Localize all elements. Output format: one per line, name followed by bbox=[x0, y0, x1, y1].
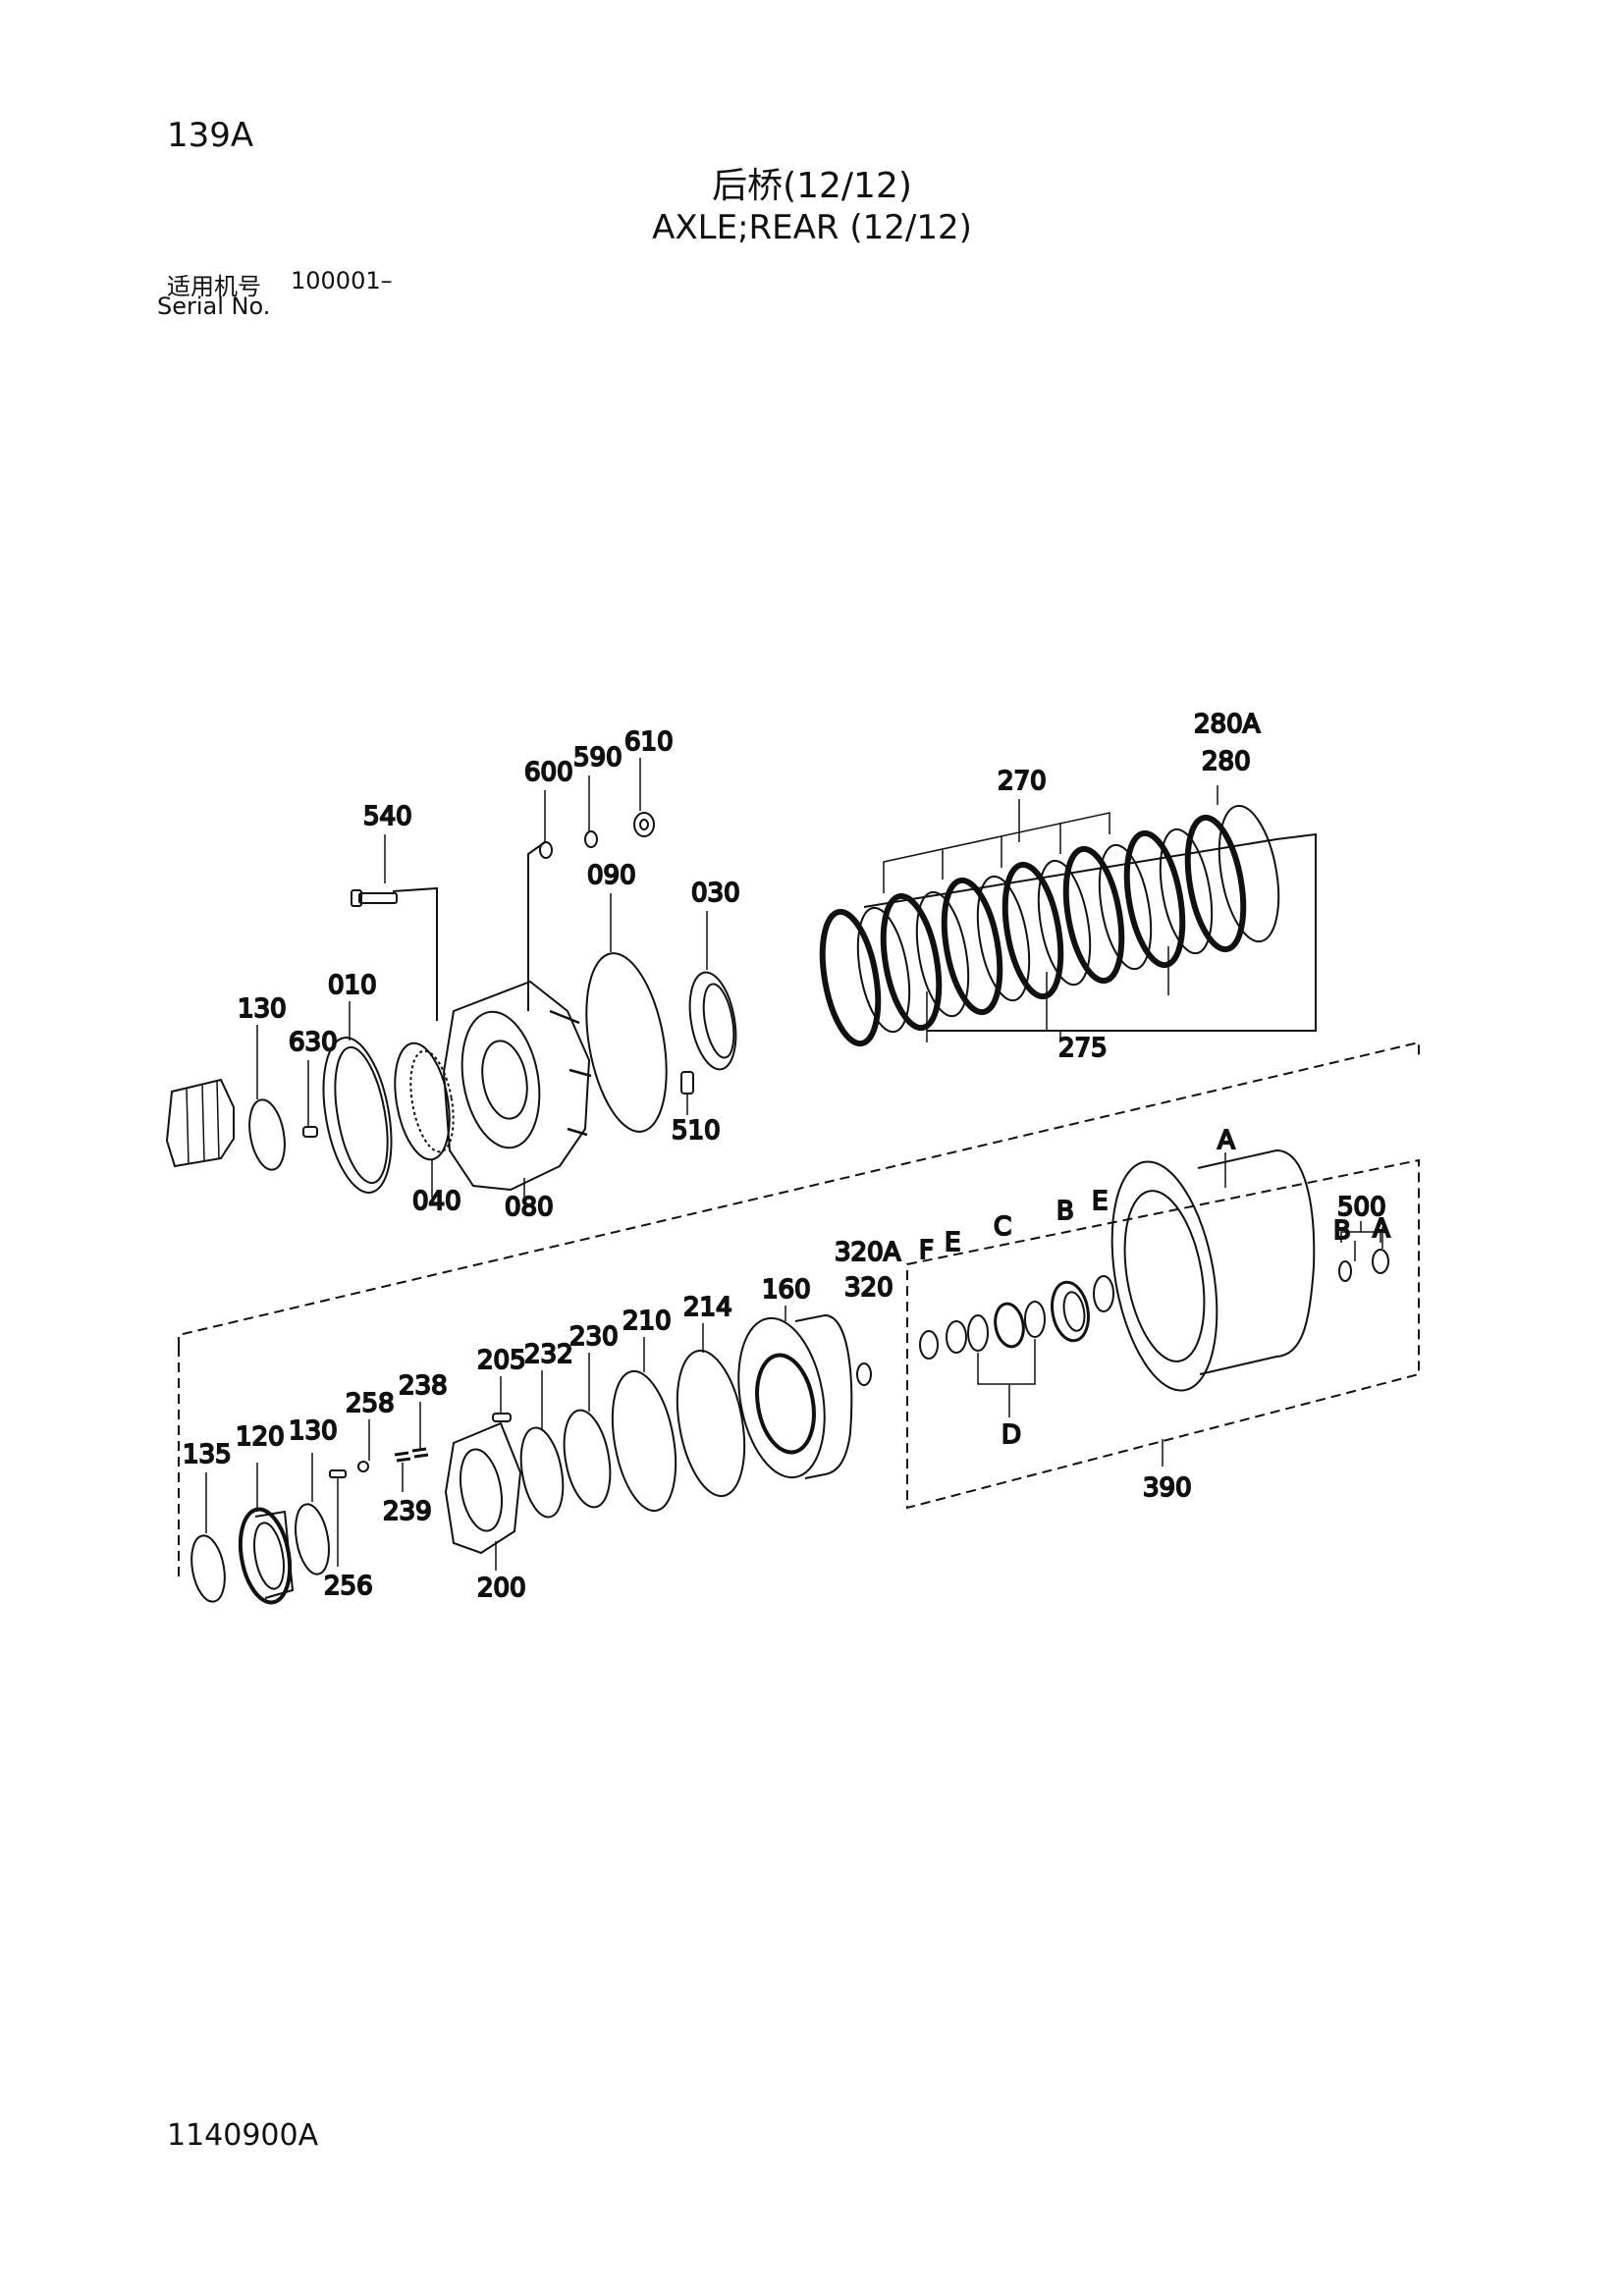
callout-130-upper: 130 bbox=[238, 994, 287, 1024]
snap-ring-130-lower bbox=[295, 1503, 330, 1575]
drawing-number: 1140900A bbox=[167, 2118, 319, 2153]
pin-510 bbox=[680, 1071, 694, 1095]
carrier-160 bbox=[737, 1313, 853, 1479]
callout-C: C bbox=[994, 1212, 1011, 1242]
pin-630 bbox=[302, 1126, 318, 1138]
callout-630: 630 bbox=[289, 1028, 338, 1057]
callout-600: 600 bbox=[524, 758, 573, 787]
ring-E-left bbox=[946, 1320, 967, 1354]
ball-258 bbox=[357, 1461, 369, 1472]
callout-390: 390 bbox=[1143, 1473, 1192, 1503]
carrier-200 bbox=[444, 1421, 522, 1555]
callout-280: 280 bbox=[1202, 747, 1251, 776]
o-ring-214 bbox=[676, 1349, 746, 1498]
callout-leaders bbox=[205, 758, 1383, 1571]
callout-010: 010 bbox=[328, 971, 377, 1000]
ring-B bbox=[1338, 1260, 1352, 1282]
callout-320: 320 bbox=[844, 1273, 893, 1303]
callout-120: 120 bbox=[236, 1422, 285, 1452]
callout-280A: 280A bbox=[1194, 710, 1261, 739]
callout-610: 610 bbox=[624, 727, 674, 757]
title-chinese: 后桥(12/12) bbox=[712, 166, 912, 206]
callout-232: 232 bbox=[524, 1340, 573, 1369]
pin-205 bbox=[492, 1413, 512, 1422]
callout-320A: 320A bbox=[835, 1238, 901, 1267]
ring-D1 bbox=[967, 1314, 989, 1352]
bracket-270 bbox=[883, 812, 1110, 893]
callout-540: 540 bbox=[363, 802, 412, 831]
ring-F bbox=[919, 1330, 939, 1360]
clutch-disc-pack bbox=[819, 804, 1280, 1047]
housing-A bbox=[1110, 1148, 1316, 1392]
serial-label-english: Serial No. bbox=[157, 293, 271, 320]
bearing-B bbox=[1051, 1280, 1090, 1343]
bearing-C bbox=[994, 1302, 1025, 1349]
shaft-end bbox=[165, 1078, 235, 1168]
snap-ring-130 bbox=[248, 1098, 286, 1171]
hub-080 bbox=[442, 980, 592, 1192]
fitting-610 bbox=[633, 812, 655, 837]
bracket-275 bbox=[926, 946, 1169, 1042]
plug-320 bbox=[856, 1362, 872, 1386]
seal-030 bbox=[688, 971, 737, 1071]
o-ring-232 bbox=[519, 1426, 565, 1519]
serial-label-chinese: 适用机号 bbox=[167, 273, 261, 300]
callout-238: 238 bbox=[399, 1371, 448, 1401]
spring-238 bbox=[394, 1447, 429, 1463]
bearing-040 bbox=[394, 1041, 455, 1161]
callout-135: 135 bbox=[183, 1440, 232, 1469]
callout-258: 258 bbox=[346, 1389, 395, 1418]
serial-value: 100001– bbox=[291, 267, 393, 294]
ring-E-right bbox=[1093, 1275, 1114, 1312]
page-code: 139A bbox=[167, 116, 254, 155]
callout-B-bearing: B bbox=[1056, 1197, 1074, 1226]
callout-230: 230 bbox=[569, 1322, 619, 1352]
callout-A-housing: A bbox=[1218, 1126, 1235, 1155]
callout-040: 040 bbox=[412, 1187, 461, 1216]
callout-205: 205 bbox=[477, 1346, 526, 1375]
o-ring-090 bbox=[585, 952, 668, 1133]
callout-510: 510 bbox=[672, 1116, 721, 1146]
callout-214: 214 bbox=[683, 1293, 732, 1322]
callout-500: 500 bbox=[1337, 1193, 1386, 1222]
title-english: AXLE;REAR (12/12) bbox=[652, 208, 972, 247]
callout-080: 080 bbox=[505, 1193, 554, 1222]
callout-090: 090 bbox=[587, 861, 636, 890]
bolt-540 bbox=[351, 889, 398, 907]
callout-275: 275 bbox=[1058, 1034, 1108, 1063]
ring-010 bbox=[322, 1037, 393, 1194]
callout-E-right: E bbox=[1092, 1187, 1108, 1216]
pin-256 bbox=[329, 1469, 347, 1478]
upper-group-leaders bbox=[178, 832, 1420, 1580]
callout-590: 590 bbox=[573, 743, 623, 773]
callout-B-500: B bbox=[1333, 1216, 1351, 1246]
callout-D: D bbox=[1001, 1420, 1021, 1450]
gear-120 bbox=[238, 1507, 295, 1605]
callout-030: 030 bbox=[691, 879, 740, 908]
callout-130-lower: 130 bbox=[289, 1416, 338, 1446]
ring-D2 bbox=[1024, 1301, 1046, 1338]
callout-A-500: A bbox=[1373, 1214, 1390, 1244]
housing-390-boundary bbox=[906, 1158, 1420, 1510]
callout-160: 160 bbox=[762, 1275, 811, 1305]
callout-200: 200 bbox=[477, 1574, 526, 1603]
plug-A bbox=[1372, 1249, 1389, 1274]
callout-256: 256 bbox=[324, 1572, 373, 1601]
callout-210: 210 bbox=[623, 1307, 672, 1336]
callout-239: 239 bbox=[383, 1497, 432, 1526]
nut-590 bbox=[584, 830, 598, 848]
washer-600 bbox=[539, 841, 553, 859]
o-ring-230 bbox=[563, 1409, 612, 1509]
snap-ring-135 bbox=[190, 1534, 226, 1603]
callout-F: F bbox=[919, 1236, 934, 1265]
callout-E-left: E bbox=[945, 1228, 960, 1257]
o-ring-210 bbox=[611, 1369, 677, 1513]
callout-270: 270 bbox=[998, 767, 1047, 796]
